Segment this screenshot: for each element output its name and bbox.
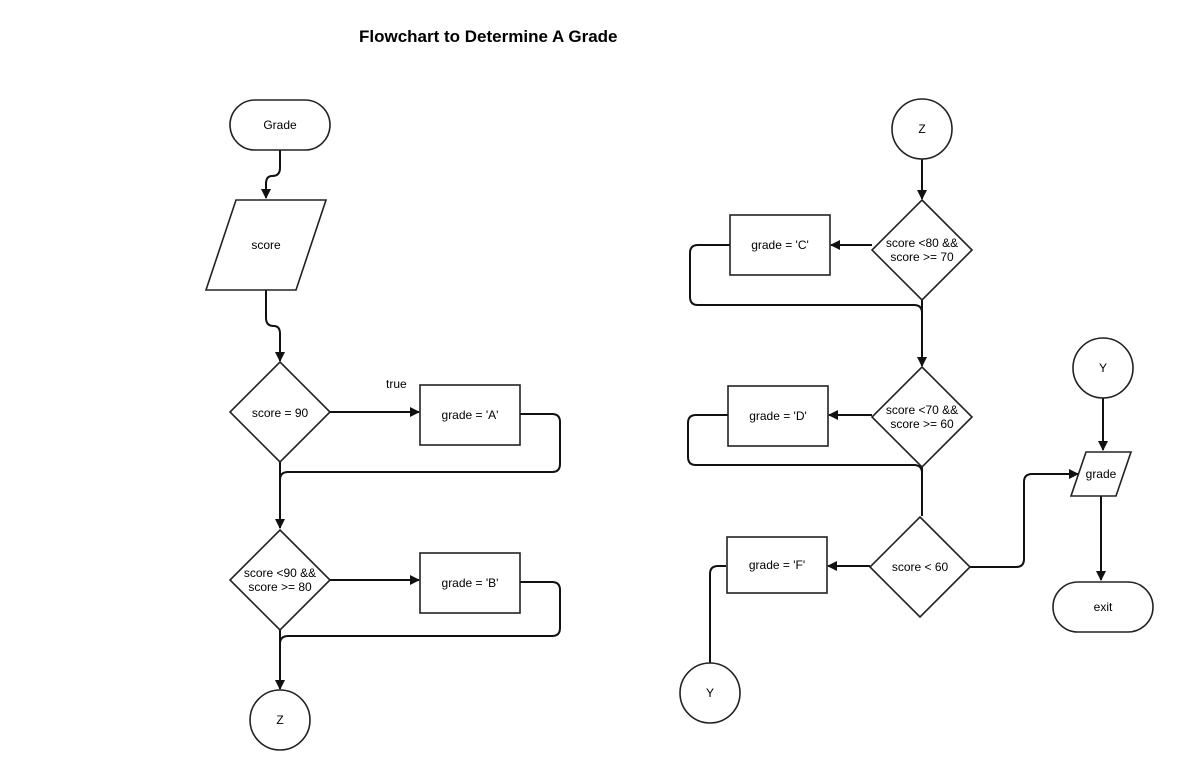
decision-score-lt60[interactable]: score < 60 (868, 515, 972, 619)
decision-score-60-label-line1: score <70 && (886, 403, 958, 417)
edge-assign-f-to-y (709, 565, 726, 663)
process-grade-d-label: grade = 'D' (749, 409, 807, 423)
connector-y-bottom[interactable]: Y (679, 662, 741, 724)
decision-score-80[interactable]: score <90 && score >= 80 (228, 528, 332, 632)
connector-y-bottom-label: Y (706, 686, 714, 700)
decision-score-70[interactable]: score <80 && score >= 70 (870, 198, 974, 302)
edge-lt60-to-grade-output (970, 469, 1079, 568)
terminal-exit[interactable]: exit (1052, 581, 1154, 633)
terminal-grade-start[interactable]: Grade (229, 99, 331, 151)
connector-z-left[interactable]: Z (249, 689, 311, 751)
decision-score-lt60-label: score < 60 (892, 560, 949, 574)
process-grade-d[interactable]: grade = 'D' (727, 385, 829, 447)
connector-z-left-label: Z (276, 713, 283, 727)
decision-score-70-label-line2: score >= 70 (890, 250, 954, 264)
connector-z-right-label: Z (918, 122, 925, 136)
page-title: Flowchart to Determine A Grade (359, 27, 618, 46)
decision-score-60[interactable]: score <70 && score >= 60 (870, 365, 974, 469)
input-score[interactable]: score (204, 199, 328, 291)
decision-score-80-label-line1: score <90 && (244, 566, 316, 580)
output-grade-label: grade (1086, 467, 1117, 481)
connector-y-top[interactable]: Y (1072, 337, 1134, 399)
edge-assign-a-merge (275, 413, 561, 529)
decision-score-90[interactable]: score = 90 (228, 360, 332, 464)
terminal-exit-label: exit (1094, 600, 1113, 614)
output-grade[interactable]: grade (1069, 451, 1133, 497)
input-score-label: score (251, 238, 281, 252)
process-grade-a-label: grade = 'A' (442, 408, 499, 422)
decision-score-90-label: score = 90 (252, 406, 309, 420)
process-grade-f[interactable]: grade = 'F' (726, 536, 828, 594)
edge-label-true: true (386, 377, 407, 391)
edge-score-to-cond90 (265, 290, 285, 362)
process-grade-b-label: grade = 'B' (442, 576, 499, 590)
decision-score-80-label-line2: score >= 80 (248, 580, 312, 594)
process-grade-b[interactable]: grade = 'B' (419, 552, 521, 614)
process-grade-a[interactable]: grade = 'A' (419, 384, 521, 446)
connector-y-top-label: Y (1099, 361, 1107, 375)
edge-grade-to-score (261, 150, 281, 199)
process-grade-c-label: grade = 'C' (751, 238, 809, 252)
decision-score-60-label-line2: score >= 60 (890, 417, 954, 431)
edge-assign-b-merge (275, 581, 561, 690)
process-grade-c[interactable]: grade = 'C' (729, 214, 831, 276)
edge-assign-d-merge (687, 414, 923, 516)
process-grade-f-label: grade = 'F' (749, 558, 805, 572)
terminal-grade-start-label: Grade (263, 118, 297, 132)
edge-assign-c-merge (689, 244, 927, 367)
decision-score-70-label-line1: score <80 && (886, 236, 958, 250)
connector-z-right[interactable]: Z (891, 98, 953, 160)
